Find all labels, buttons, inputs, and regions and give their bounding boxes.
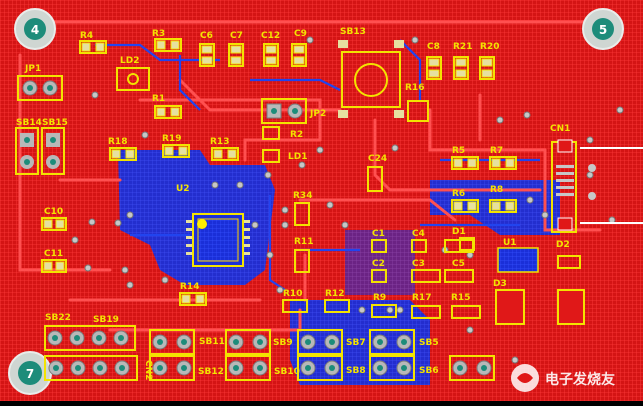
label-sb6: SB6 [419,366,439,376]
label-r5: R5 [452,146,465,156]
label-c6: C6 [200,31,213,41]
th-jumper-blocks [44,325,495,381]
label-r7: R7 [490,146,503,156]
label-jp2: JP2 [309,109,326,119]
label-sb11: SB11 [199,337,225,347]
label-c5: C5 [452,259,465,269]
label-c24: C24 [368,154,387,164]
label-c1: C1 [372,229,385,239]
mounting-hole-5: 5 [582,8,624,50]
label-d1: D1 [452,227,466,237]
label-sb19: SB19 [93,315,119,325]
silkscreen-labels: R4 R3 C6 C7 C12 C9 SB13 C8 R21 R20 LD2 J… [16,27,570,380]
label-r10: R10 [283,289,302,299]
svg-text:5: 5 [599,23,607,37]
label-r8: R8 [490,185,503,195]
label-c8: C8 [427,42,440,52]
watermark-text: 电子发烧友 [545,371,615,388]
label-r19: R19 [162,134,181,144]
label-cn2: CN2 [143,360,153,380]
label-u2: U2 [176,184,190,194]
label-sb5: SB5 [419,338,439,348]
label-r15: R15 [451,293,470,303]
mounting-hole-4: 4 [14,8,56,50]
bottom-traces [95,39,540,291]
ld2-led [116,67,150,91]
label-sb12: SB12 [198,367,224,377]
label-ld2: LD2 [120,56,139,66]
label-ld1: LD1 [288,152,307,162]
label-r20: R20 [480,42,499,52]
label-r34: R34 [293,191,312,201]
label-c10: C10 [44,207,63,217]
jp1-jumper [17,75,63,101]
sb14-sb15-jumpers [15,127,65,175]
label-r12: R12 [325,289,344,299]
label-r4: R4 [80,31,93,41]
label-cn1: CN1 [550,124,570,134]
watermark: 电子发烧友 [511,364,615,392]
label-sb14: SB14 [16,118,42,128]
label-r18: R18 [108,137,127,147]
label-c7: C7 [230,31,243,41]
svg-text:4: 4 [31,23,39,37]
svg-text:7: 7 [26,367,34,381]
jp2-jumper [261,98,307,124]
label-sb13: SB13 [340,27,366,37]
label-r16: R16 [405,83,424,93]
label-c12: C12 [261,31,280,41]
diodes [459,237,585,325]
label-sb9: SB9 [273,338,293,348]
label-u1: U1 [503,238,517,248]
label-sb10: SB10 [274,367,300,377]
label-d3: D3 [493,279,507,289]
label-r13: R13 [210,137,229,147]
label-sb22: SB22 [45,313,71,323]
label-r11: R11 [294,237,313,247]
label-r14: R14 [180,282,199,292]
label-r21: R21 [453,42,472,52]
label-sb15: SB15 [42,118,68,128]
label-r1: R1 [152,94,165,104]
label-c11: C11 [44,249,63,259]
u2-chip [186,213,250,267]
label-c9: C9 [294,29,307,39]
cn1-connector [551,139,643,233]
mounting-hole-7: 7 [8,351,52,395]
label-r3: R3 [152,29,165,39]
label-r17: R17 [412,293,431,303]
sb13-push-button [338,40,404,118]
label-r2: R2 [290,130,303,140]
label-d2: D2 [556,240,570,250]
smd-pads [43,40,515,304]
label-r9: R9 [373,293,386,303]
smd-footprints [41,38,581,319]
label-jp1: JP1 [24,64,41,74]
label-c3: C3 [412,259,425,269]
label-c2: C2 [372,259,385,269]
label-sb7: SB7 [346,338,366,348]
label-c4: C4 [412,229,425,239]
label-sb8: SB8 [346,366,366,376]
label-r6: R6 [452,189,465,199]
